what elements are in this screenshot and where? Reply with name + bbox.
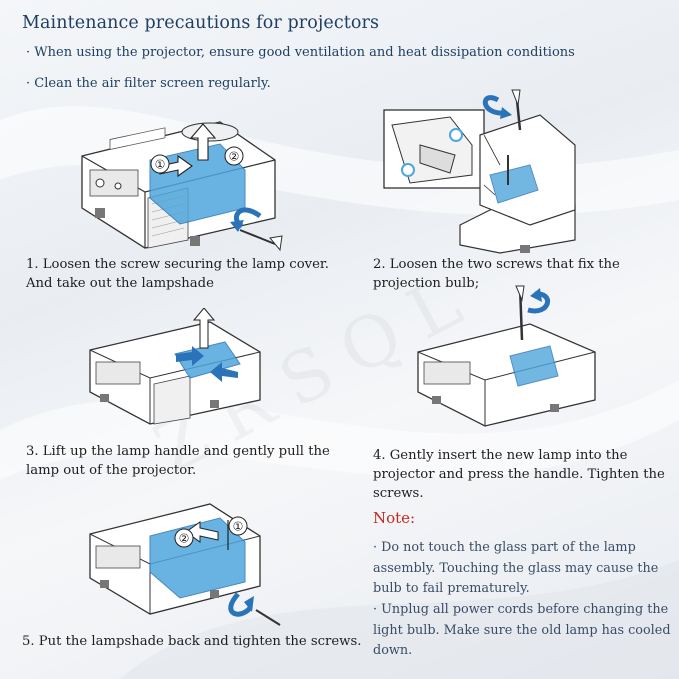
slide-arrow bbox=[159, 154, 193, 178]
step-5-marker-2: ② bbox=[179, 532, 190, 546]
step-3-illustration bbox=[89, 308, 261, 425]
rotate-arrow bbox=[482, 95, 506, 116]
bullet-air-filter: · Clean the air filter screen regularly. bbox=[26, 76, 271, 91]
step-1-caption: 1. Loosen the screw securing the lamp co… bbox=[26, 257, 329, 291]
note-item-glass: · Do not touch the glass part of the lam… bbox=[373, 540, 659, 596]
step-5-marker-1: ① bbox=[233, 520, 244, 534]
screwdriver bbox=[255, 609, 281, 626]
lift-arrow bbox=[189, 123, 217, 161]
note-item-unplug: · Unplug all power cords before changing… bbox=[373, 602, 671, 658]
lamp-cover-highlight bbox=[149, 517, 246, 599]
step-5-caption: 5. Put the lampshade back and tighten th… bbox=[22, 634, 362, 649]
step-1-marker-2: ② bbox=[229, 150, 240, 164]
step-1-illustration: ① ② bbox=[81, 121, 283, 252]
step-1-marker-1: ① bbox=[155, 158, 166, 172]
step-2-caption: 2. Loosen the two screws that fix the pr… bbox=[373, 257, 620, 291]
rotate-arrow bbox=[228, 592, 252, 617]
page-title: Maintenance precautions for projectors bbox=[22, 13, 380, 33]
screwdriver bbox=[239, 229, 276, 245]
step-4-illustration bbox=[417, 285, 596, 427]
note-title: Note: bbox=[373, 509, 416, 527]
step-5-illustration: ② ① bbox=[89, 503, 281, 626]
step-3-caption: 3. Lift up the lamp handle and gently pu… bbox=[26, 444, 330, 478]
bullet-ventilation: · When using the projector, ensure good … bbox=[26, 45, 575, 60]
step-4-caption: 4. Gently insert the new lamp into the p… bbox=[373, 448, 665, 501]
step-2-illustration bbox=[383, 89, 576, 254]
